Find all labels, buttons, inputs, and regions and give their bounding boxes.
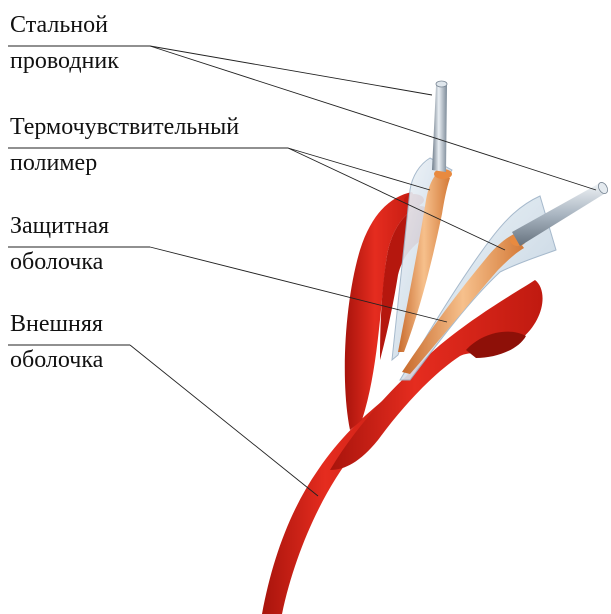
- label-protective-sheath: Защитная оболочка: [10, 211, 109, 277]
- label-outer-sheath: Внешняя оболочка: [10, 309, 103, 375]
- label-outer-sheath-line1: Внешняя: [10, 309, 103, 339]
- label-thermo-polymer-line1: Термочувствительный: [10, 112, 239, 142]
- leader-polymer-left: [288, 148, 430, 190]
- label-thermo-polymer-line2: полимер: [10, 148, 239, 178]
- label-outer-sheath-line2: оболочка: [10, 345, 103, 375]
- steel-conductor-left: [432, 82, 447, 173]
- label-protective-sheath-line1: Защитная: [10, 211, 109, 241]
- label-steel-conductor-line1: Стальной: [10, 10, 119, 40]
- label-steel-conductor: Стальной проводник: [10, 10, 119, 76]
- steel-conductor-left-tip: [436, 81, 447, 87]
- leader-outer: [130, 345, 318, 496]
- leader-steel-left: [150, 46, 432, 95]
- label-thermo-polymer: Термочувствительный полимер: [10, 112, 239, 178]
- label-protective-sheath-line2: оболочка: [10, 247, 109, 277]
- label-steel-conductor-line2: проводник: [10, 46, 119, 76]
